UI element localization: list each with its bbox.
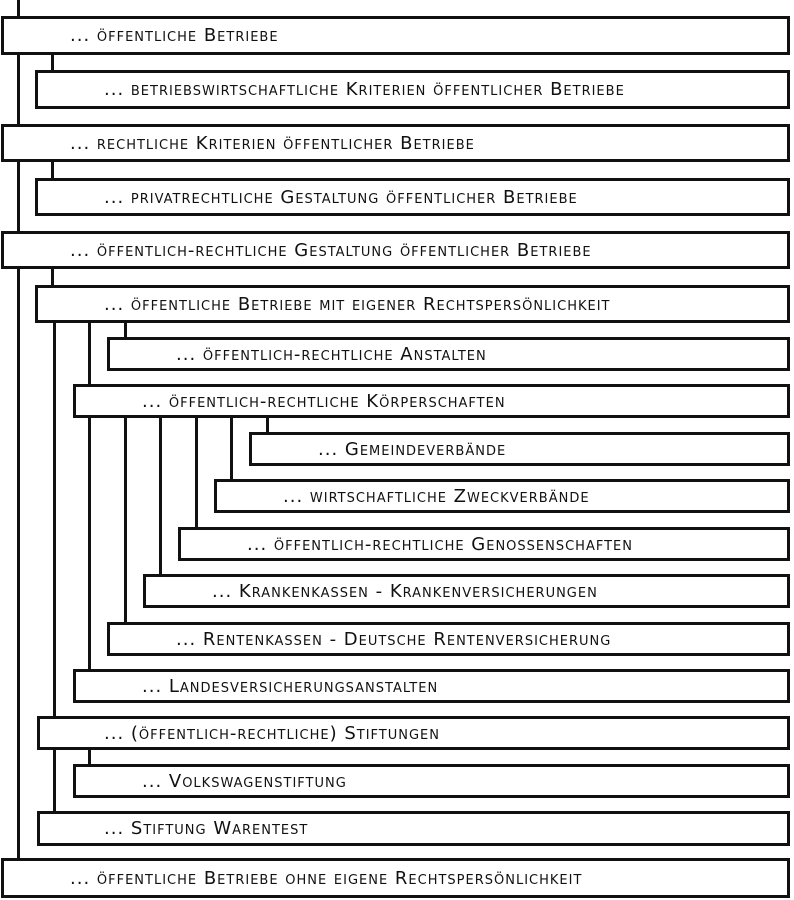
node-label: ... öffentlich-rechtliche Anstalten xyxy=(176,343,487,365)
node-rechtliche-kriterien: ... rechtliche Kriterien öffentlicher Be… xyxy=(1,124,790,162)
connector-line xyxy=(159,416,162,575)
connector-line xyxy=(17,0,20,860)
node-oeffentlich-rechtliche-gestaltung: ... öffentlich-rechtliche Gestaltung öff… xyxy=(1,231,790,269)
node-label: ... öffentlich-rechtliche Genossenschaft… xyxy=(247,533,633,555)
connector-line xyxy=(266,416,269,433)
node-label: ... Rentenkassen - Deutsche Rentenversic… xyxy=(176,628,612,650)
node-label: ... Gemeindeverbände xyxy=(318,438,507,460)
node-volkswagenstiftung: ... Volkswagenstiftung xyxy=(73,764,790,798)
node-gemeindeverbaende: ... Gemeindeverbände xyxy=(249,432,790,466)
connector-line xyxy=(88,416,91,670)
connector-line xyxy=(124,416,127,623)
connector-line xyxy=(51,267,54,286)
node-landesversicherungsanstalten: ... Landesversicherungsanstalten xyxy=(73,669,790,703)
node-stiftungen: ... (öffentlich-rechtliche) Stiftungen xyxy=(37,716,790,750)
node-label: ... öffentliche Betriebe xyxy=(70,25,279,46)
node-label: ... betriebswirtschaftliche Kriterien öf… xyxy=(104,79,625,100)
node-mit-eigener-rechtspersoenlichkeit: ... öffentliche Betriebe mit eigener Rec… xyxy=(35,285,790,323)
node-krankenkassen: ... Krankenkassen - Krankenversicherunge… xyxy=(143,574,790,608)
node-label: ... wirtschaftliche Zweckverbände xyxy=(283,485,590,507)
node-label: ... Landesversicherungsanstalten xyxy=(142,675,439,697)
connector-line xyxy=(51,54,54,71)
node-label: ... öffentlich-rechtliche Körperschaften xyxy=(142,390,506,412)
connector-line xyxy=(124,321,127,338)
node-label: ... Volkswagenstiftung xyxy=(142,770,347,792)
node-genossenschaften: ... öffentlich-rechtliche Genossenschaft… xyxy=(178,527,790,561)
node-label: ... rechtliche Kriterien öffentlicher Be… xyxy=(70,132,475,154)
connector-line xyxy=(51,160,54,179)
node-betriebswirtschaftliche-kriterien: ... betriebswirtschaftliche Kriterien öf… xyxy=(35,70,790,109)
node-label: ... Stiftung Warentest xyxy=(104,818,309,839)
connector-line xyxy=(53,321,56,812)
node-rentenkassen: ... Rentenkassen - Deutsche Rentenversic… xyxy=(107,622,790,656)
node-koerperschaften: ... öffentlich-rechtliche Körperschaften xyxy=(73,384,790,418)
node-label: ... Krankenkassen - Krankenversicherunge… xyxy=(212,580,598,602)
node-label: ... (öffentlich-rechtliche) Stiftungen xyxy=(104,722,440,744)
node-label: ... öffentlich-rechtliche Gestaltung öff… xyxy=(70,239,592,261)
node-zweckverbaende: ... wirtschaftliche Zweckverbände xyxy=(214,479,790,513)
node-oeffentliche-betriebe: ... öffentliche Betriebe xyxy=(1,16,790,55)
connector-line xyxy=(88,321,91,385)
connector-line xyxy=(88,748,91,765)
node-label: ... privatrechtliche Gestaltung öffentli… xyxy=(104,186,578,208)
node-ohne-eigene-rechtspersoenlichkeit: ... öffentliche Betriebe ohne eigene Rec… xyxy=(1,858,790,898)
node-anstalten: ... öffentlich-rechtliche Anstalten xyxy=(107,337,790,371)
node-privatrechtliche-gestaltung: ... privatrechtliche Gestaltung öffentli… xyxy=(35,178,790,216)
node-stiftung-warentest: ... Stiftung Warentest xyxy=(37,811,790,846)
connector-line xyxy=(195,416,198,528)
node-label: ... öffentliche Betriebe ohne eigene Rec… xyxy=(70,867,583,889)
node-label: ... öffentliche Betriebe mit eigener Rec… xyxy=(104,293,611,315)
connector-line xyxy=(230,416,233,480)
